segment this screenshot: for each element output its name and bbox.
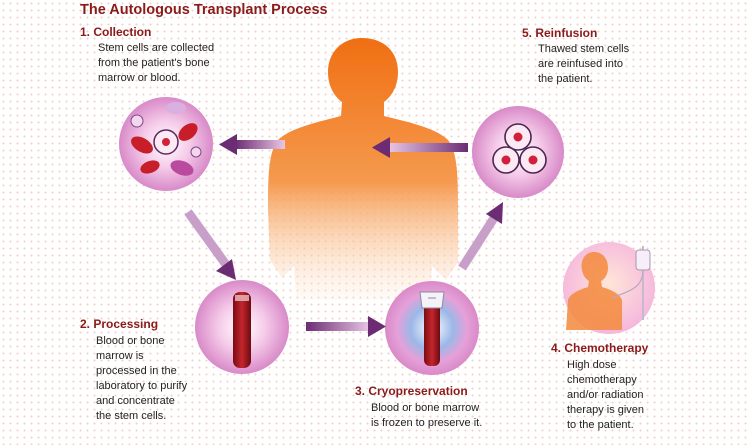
chemotherapy-scene [563,242,655,334]
arrow-body-to-collection [219,134,285,155]
step-4-heading: 4. Chemotherapy [551,341,649,355]
step-3-heading: 3. Cryopreservation [355,384,468,398]
step-2-heading: 2. Processing [80,317,159,331]
diagram-title: The Autologous Transplant Process [80,2,328,18]
arrow-processing-to-cryopreservation [306,316,386,337]
collection-disc [119,97,213,191]
step-1-heading: 1. Collection [80,25,152,39]
step-5-heading: 5. Reinfusion [522,26,598,40]
arrow-cryopreservation-to-reinfusion [458,202,503,271]
processing-disc [195,280,289,374]
arrow-reinfusion-to-body [372,137,468,158]
patient-silhouette [268,38,458,300]
reinfusion-disc [472,106,564,198]
cryopreservation-disc [385,281,479,375]
arrow-collection-to-processing [184,209,236,280]
